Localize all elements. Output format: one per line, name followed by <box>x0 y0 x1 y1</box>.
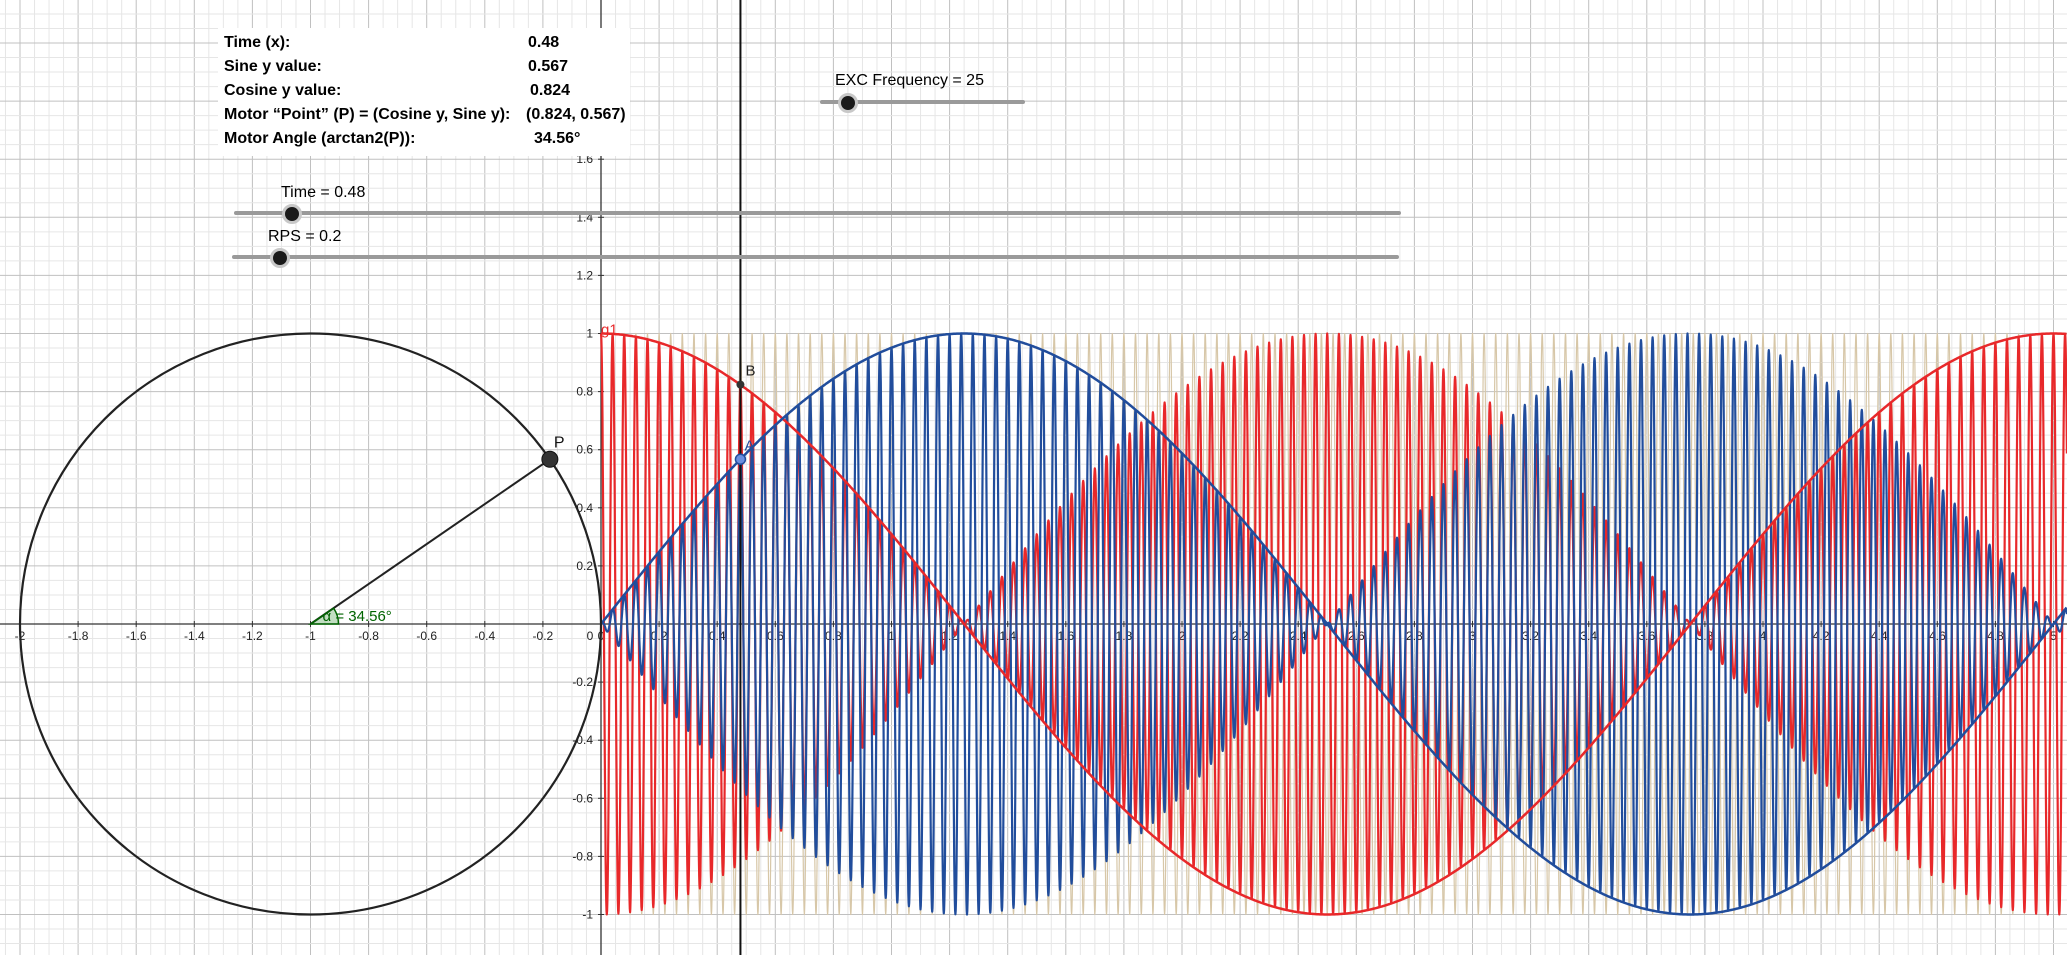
point-a <box>734 453 747 466</box>
x-tick-label: 3.6 <box>1638 629 1655 643</box>
x-tick-label: 0.6 <box>767 629 784 643</box>
time-slider-label: Time = 0.48 <box>281 184 366 201</box>
exc-frequency-slider-label: EXC Frequency = 25 <box>835 72 984 89</box>
exc-frequency-slider-knob[interactable] <box>838 93 858 113</box>
info-value-motor-angle: 34.56° <box>534 130 581 147</box>
x-tick-label: -1.8 <box>68 629 89 643</box>
x-tick-label: 4.8 <box>1987 629 2004 643</box>
geometry-objects: α = 34.56° P A Bg1 <box>18 0 755 955</box>
cos-envelope-curve <box>601 332 2067 916</box>
info-value-motor-point: (0.824, 0.567) <box>526 106 626 123</box>
exc-frequency-slider-track[interactable] <box>820 100 1025 104</box>
info-value-time: 0.48 <box>528 34 560 51</box>
x-tick-label: 2.2 <box>1232 629 1249 643</box>
origin-label: 0 <box>587 629 594 643</box>
y-tick-label: 0.4 <box>576 501 593 515</box>
x-tick-label: 2.6 <box>1348 629 1365 643</box>
sin-envelope-curve <box>600 332 2067 916</box>
x-tick-label: 0.2 <box>651 629 668 643</box>
y-tick-label: -0.6 <box>572 791 593 805</box>
angle-sector <box>308 607 340 625</box>
x-tick-label: -0.4 <box>474 629 495 643</box>
info-label-cosine: Cosine y value: <box>224 82 342 99</box>
point-b <box>736 380 745 389</box>
x-tick-label: 1.4 <box>999 629 1016 643</box>
y-tick-label: -0.8 <box>572 849 593 863</box>
info-label-motor-point: Motor “Point” (P) = (Cosine y, Sine y): <box>224 106 511 123</box>
point-a-label: A <box>744 437 754 454</box>
carrier-curve <box>600 332 2067 916</box>
info-label-sine: Sine y value: <box>224 58 322 75</box>
x-tick-label: -1 <box>305 629 316 643</box>
x-tick-label: 2 <box>1179 629 1186 643</box>
x-tick-label: 4.2 <box>1813 629 1830 643</box>
curves <box>599 332 2067 916</box>
point-b-label: B <box>745 363 755 380</box>
x-tick-label: -0.2 <box>533 629 554 643</box>
x-tick-label: 4 <box>1760 629 1767 643</box>
x-tick-label: 1.8 <box>1116 629 1133 643</box>
y-tick-label: -1 <box>582 908 593 922</box>
x-tick-label: 3.2 <box>1522 629 1539 643</box>
angle-label: α = 34.56° <box>323 608 392 625</box>
info-panel: Time (x): 0.48 Sine y value: 0.567 Cosin… <box>218 28 630 156</box>
y-tick-label: 1 <box>586 327 593 341</box>
x-tick-label: 5 <box>2050 629 2057 643</box>
point-p-label: P <box>554 434 565 451</box>
x-tick-label: -0.6 <box>416 629 437 643</box>
radius-segment <box>309 458 551 625</box>
curve-g1-label: g1 <box>601 322 618 339</box>
info-label-motor-angle: Motor Angle (arctan2(P)): <box>224 130 416 147</box>
info-value-cosine: 0.824 <box>530 82 571 99</box>
x-tick-label: 3 <box>1469 629 1476 643</box>
y-tick-label: 0.8 <box>576 385 593 399</box>
x-tick-label: 3.4 <box>1580 629 1597 643</box>
x-tick-label: 2.4 <box>1290 629 1307 643</box>
x-tick-label: 2.8 <box>1406 629 1423 643</box>
time-slider-knob[interactable] <box>282 204 302 224</box>
rps-slider-track[interactable] <box>232 255 1399 259</box>
rps-slider-label: RPS = 0.2 <box>268 228 342 245</box>
x-tick-label: -1.4 <box>184 629 205 643</box>
y-tick-label: 0.2 <box>576 559 593 573</box>
x-tick-label: -1.2 <box>242 629 263 643</box>
time-slider-track[interactable] <box>234 211 1401 215</box>
x-tick-label: 1 <box>888 629 895 643</box>
x-tick-label: 0.8 <box>825 629 842 643</box>
x-tick-label: 4.4 <box>1871 629 1888 643</box>
point-p <box>541 450 559 468</box>
info-label-time: Time (x): <box>224 34 291 51</box>
x-tick-label: 1.6 <box>1057 629 1074 643</box>
x-tick-label: -0.8 <box>358 629 379 643</box>
x-tick-label: 0.4 <box>709 629 726 643</box>
x-tick-label: -1.6 <box>126 629 147 643</box>
info-value-sine: 0.567 <box>528 58 569 75</box>
y-tick-label: -0.2 <box>572 675 593 689</box>
x-tick-label: 4.6 <box>1929 629 1946 643</box>
y-tick-label: 1.2 <box>576 268 593 282</box>
unit-circle <box>18 332 603 916</box>
rps-slider-knob[interactable] <box>270 248 290 268</box>
y-tick-label: 0.6 <box>576 443 593 457</box>
